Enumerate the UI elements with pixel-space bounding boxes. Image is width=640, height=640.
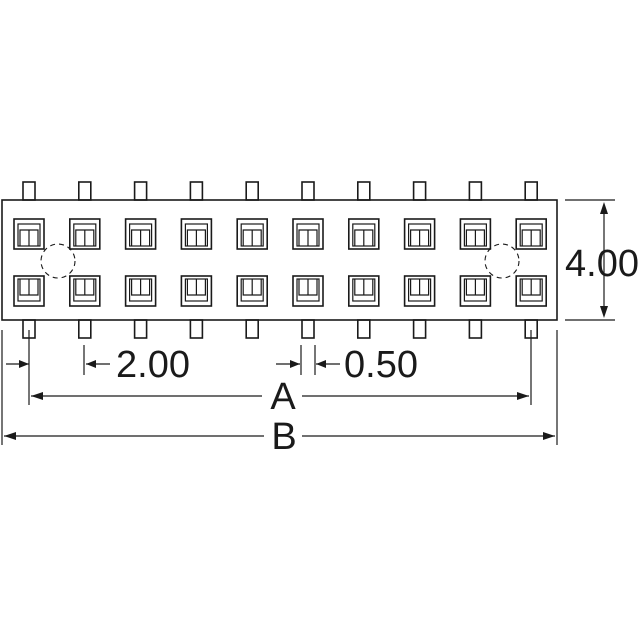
contact-bottom bbox=[236, 275, 268, 307]
contact-bottom-spring bbox=[242, 279, 262, 296]
pin-tail-top bbox=[412, 181, 427, 201]
pin-tail-bottom bbox=[301, 319, 315, 339]
pin-tail-bottom bbox=[245, 319, 259, 339]
pitch-label: 2.00 bbox=[116, 344, 190, 386]
contact-bottom bbox=[180, 275, 213, 307]
contact-bottom bbox=[347, 275, 380, 307]
pin-tail-bottom bbox=[412, 319, 427, 339]
pin-tail-top bbox=[468, 181, 483, 201]
span-a-label: A bbox=[270, 376, 296, 418]
height-dimension: 4.00 bbox=[565, 199, 639, 321]
contact-bottom-spring bbox=[298, 279, 318, 296]
contact-top-spring bbox=[19, 229, 39, 246]
pin-tail-bottom bbox=[78, 319, 92, 339]
contact-top-spring bbox=[75, 229, 95, 246]
contact-bottom bbox=[292, 275, 324, 307]
contact-bottom-spring bbox=[465, 279, 485, 296]
contact-top bbox=[236, 218, 268, 250]
extension-lines bbox=[1, 330, 558, 445]
contact-top bbox=[180, 218, 213, 250]
contact-bottom-spring bbox=[410, 279, 430, 296]
contact-bottom bbox=[124, 275, 157, 307]
contact-top bbox=[13, 218, 45, 250]
connector-body bbox=[1, 199, 558, 321]
pin-tail-top bbox=[189, 181, 204, 201]
contact-top-spring bbox=[242, 229, 262, 246]
contact-bottom bbox=[459, 275, 492, 307]
overall-b-label: B bbox=[271, 416, 296, 458]
contact-bottom-spring bbox=[354, 279, 374, 296]
contact-top-spring bbox=[186, 229, 206, 246]
edge-offset-arrow bbox=[6, 360, 29, 368]
contact-top-spring bbox=[354, 229, 374, 246]
pin-tail-top bbox=[524, 181, 539, 201]
pin-tail-top bbox=[301, 181, 315, 201]
contact-bottom-spring bbox=[75, 279, 95, 296]
contact-bottom-spring bbox=[19, 279, 39, 296]
pin-tail-top bbox=[22, 181, 36, 201]
pin-group bbox=[13, 181, 548, 339]
contact-top bbox=[292, 218, 324, 250]
contact-top-spring bbox=[465, 229, 485, 246]
contact-bottom-spring bbox=[521, 279, 541, 296]
height-label: 4.00 bbox=[565, 243, 639, 285]
pin-tail-bottom bbox=[356, 319, 371, 339]
pin-tail-bottom bbox=[468, 319, 483, 339]
pin-tail-top bbox=[133, 181, 148, 201]
contact-top bbox=[515, 218, 548, 250]
contact-bottom bbox=[515, 275, 548, 307]
contact-bottom bbox=[13, 275, 45, 307]
pin-tail-bottom bbox=[133, 319, 148, 339]
pin-tail-top bbox=[356, 181, 371, 201]
contact-bottom bbox=[403, 275, 436, 307]
contact-top bbox=[347, 218, 380, 250]
pin1-marker-right bbox=[484, 243, 520, 279]
pin-tail-bottom bbox=[189, 319, 204, 339]
contact-top-spring bbox=[410, 229, 430, 246]
pin-width-dimension: 0.50 bbox=[276, 344, 418, 386]
pitch-dimension: 2.00 bbox=[86, 344, 190, 386]
pin-tail-top bbox=[78, 181, 92, 201]
contact-bottom bbox=[69, 275, 101, 307]
contact-bottom-spring bbox=[131, 279, 151, 296]
contact-top-spring bbox=[298, 229, 318, 246]
pin1-marker-left bbox=[40, 243, 76, 279]
contact-top bbox=[403, 218, 436, 250]
contact-top bbox=[124, 218, 157, 250]
pin-width-label: 0.50 bbox=[344, 344, 418, 386]
span-a-dimension: A bbox=[31, 376, 529, 418]
pin-tail-top bbox=[245, 181, 259, 201]
contact-top bbox=[459, 218, 492, 250]
contact-top bbox=[69, 218, 101, 250]
overall-b-dimension: B bbox=[4, 416, 555, 458]
contact-top-spring bbox=[521, 229, 541, 246]
contact-top-spring bbox=[131, 229, 151, 246]
contact-bottom-spring bbox=[186, 279, 206, 296]
